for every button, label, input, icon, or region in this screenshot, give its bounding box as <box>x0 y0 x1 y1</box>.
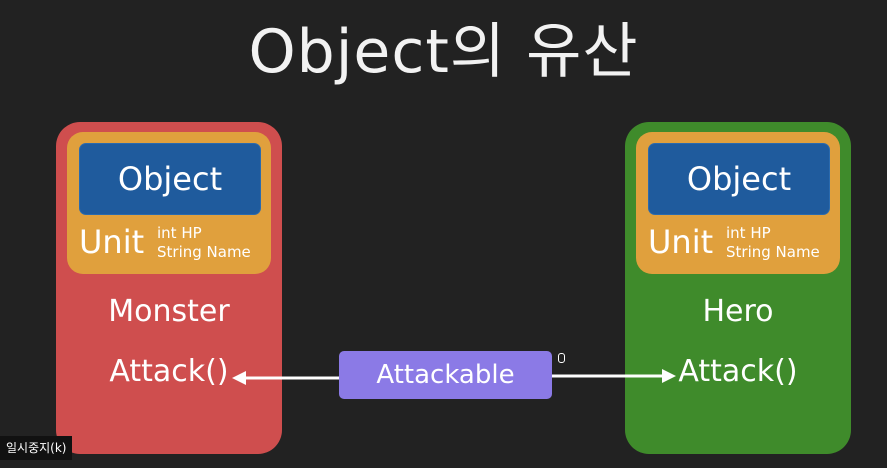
unit-fields: int HP String Name <box>157 224 251 262</box>
mouse-cursor-icon <box>558 353 565 363</box>
monster-class-box: Object Unit int HP String Name Monster A… <box>56 122 282 454</box>
unit-base-class-box: Object Unit int HP String Name <box>636 132 840 274</box>
unit-fields: int HP String Name <box>726 224 820 262</box>
unit-base-class-box: Object Unit int HP String Name <box>67 132 271 274</box>
unit-label: Unit <box>648 223 714 261</box>
monster-attack-method: Attack() <box>109 354 229 389</box>
pause-button[interactable]: 일시중지(k) <box>0 436 73 460</box>
arrowhead-right <box>662 369 676 383</box>
unit-label: Unit <box>79 223 145 261</box>
hero-class-name: Hero <box>702 294 774 329</box>
monster-class-name: Monster <box>108 294 230 329</box>
field-name: String Name <box>726 243 820 261</box>
field-hp: int HP <box>157 224 202 242</box>
object-base-class-box: Object <box>79 143 261 215</box>
hero-class-box: Object Unit int HP String Name Hero Atta… <box>625 122 851 454</box>
slide-title: Object의 유산 <box>248 17 639 87</box>
attackable-interface-box: Attackable <box>339 351 552 399</box>
field-name: String Name <box>157 243 251 261</box>
hero-attack-method: Attack() <box>678 354 798 389</box>
object-base-class-box: Object <box>648 143 830 215</box>
arrowhead-left <box>232 371 246 385</box>
field-hp: int HP <box>726 224 771 242</box>
